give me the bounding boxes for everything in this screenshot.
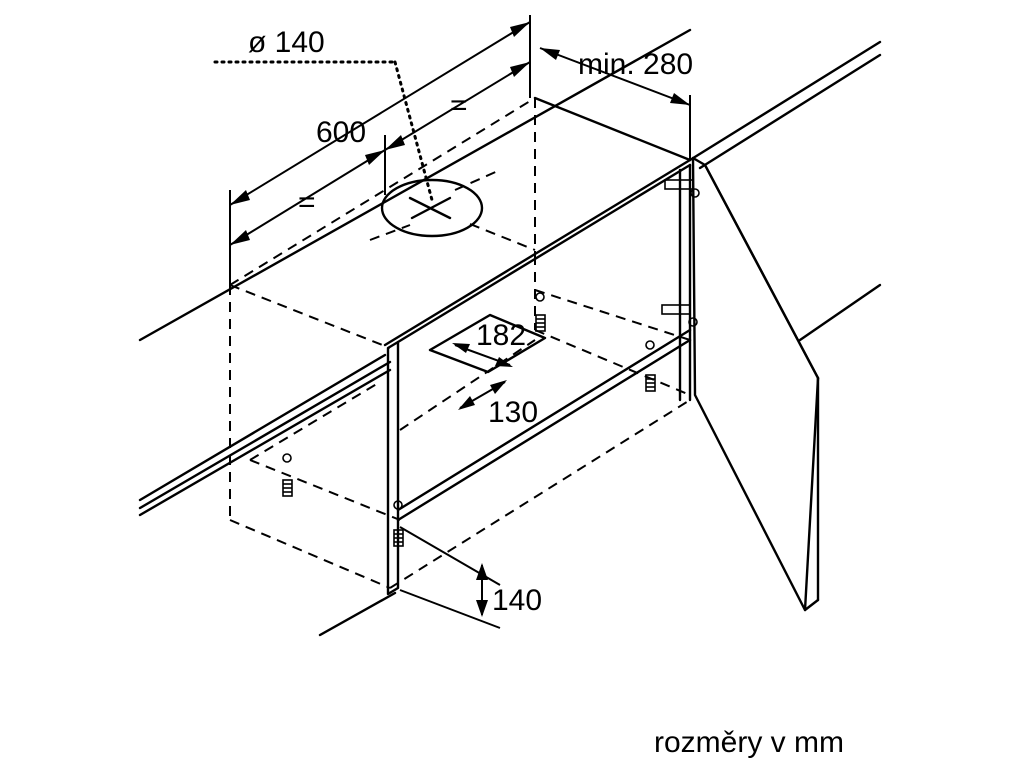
equal-label-left: = [298,186,316,219]
cutout-depth-label: 182 [476,319,526,352]
screw-icon [645,340,656,392]
cutout-outline [428,313,547,410]
cutout-width-label: 130 [488,396,538,429]
duct-hole [213,60,536,251]
depth-dimension [539,47,691,160]
screw-icon [535,292,546,332]
min-depth-label: min. 280 [578,48,693,81]
diameter-label: ø 140 [248,26,325,59]
screw-icon [393,500,404,547]
cabinet-front-panel [386,163,692,596]
units-note: rozměry v mm [654,726,844,759]
width-label: 600 [316,116,366,149]
equal-label-right: = [450,89,468,122]
width-dimension [229,15,531,285]
hood-body-outline [229,255,691,589]
cabinet-door [661,156,820,612]
screw-icon [282,453,293,497]
mounting-screws [282,292,656,547]
bottom-height-label: 140 [492,584,542,617]
wall-lines [138,28,882,637]
cabinet-top [229,96,692,347]
height-dimension [399,526,501,629]
